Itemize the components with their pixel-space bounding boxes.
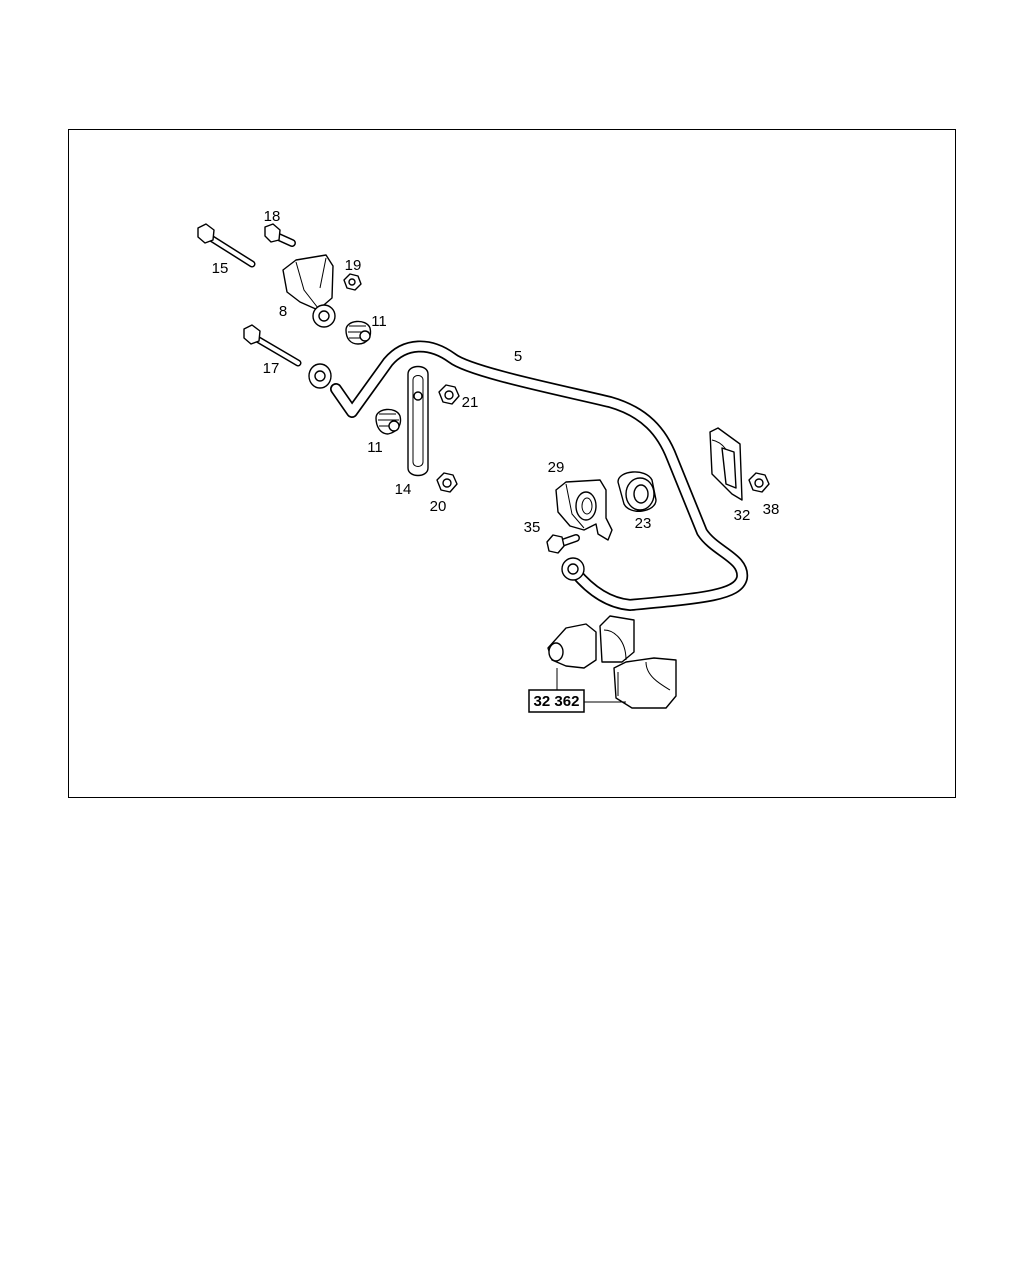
kit-bushing-set [547,615,677,709]
bolt-15 [197,223,256,268]
label-11-lower: 11 [367,439,383,456]
reference-box: 32 362 [528,689,585,713]
reference-leader-lines [556,668,626,703]
stabilizer-bar [308,340,749,611]
nut-19 [343,273,362,291]
label-5: 5 [514,348,522,365]
bolt-35 [546,534,580,554]
label-15: 15 [212,260,229,277]
label-20: 20 [430,498,447,515]
label-35: 35 [524,519,541,536]
label-29: 29 [548,459,565,476]
label-18: 18 [264,208,281,225]
label-17: 17 [263,360,280,377]
half-shell-32 [709,427,743,501]
diagram-frame [68,129,956,798]
bracket-8 [282,254,336,328]
nut-21 [438,384,460,405]
label-14: 14 [395,481,412,498]
label-23: 23 [635,515,652,532]
label-11-upper: 11 [371,313,387,330]
label-19: 19 [345,257,362,274]
rubber-bushing-11-lower [375,408,402,435]
label-21: 21 [462,394,479,411]
rubber-bushing-11-upper [345,320,372,345]
bolt-18 [264,223,296,247]
label-38: 38 [763,501,780,518]
nut-38 [748,472,770,493]
label-32: 32 [734,507,751,524]
bushing-23 [617,471,657,512]
reference-number: 32 362 [534,693,580,710]
label-8: 8 [279,303,287,320]
part-labels: 5 8 11 11 14 15 17 18 19 20 21 23 29 32 … [212,208,780,536]
nut-20 [436,472,458,493]
clamp-29 [555,479,613,541]
link-plate-14 [407,365,429,477]
bolt-17 [243,324,302,367]
